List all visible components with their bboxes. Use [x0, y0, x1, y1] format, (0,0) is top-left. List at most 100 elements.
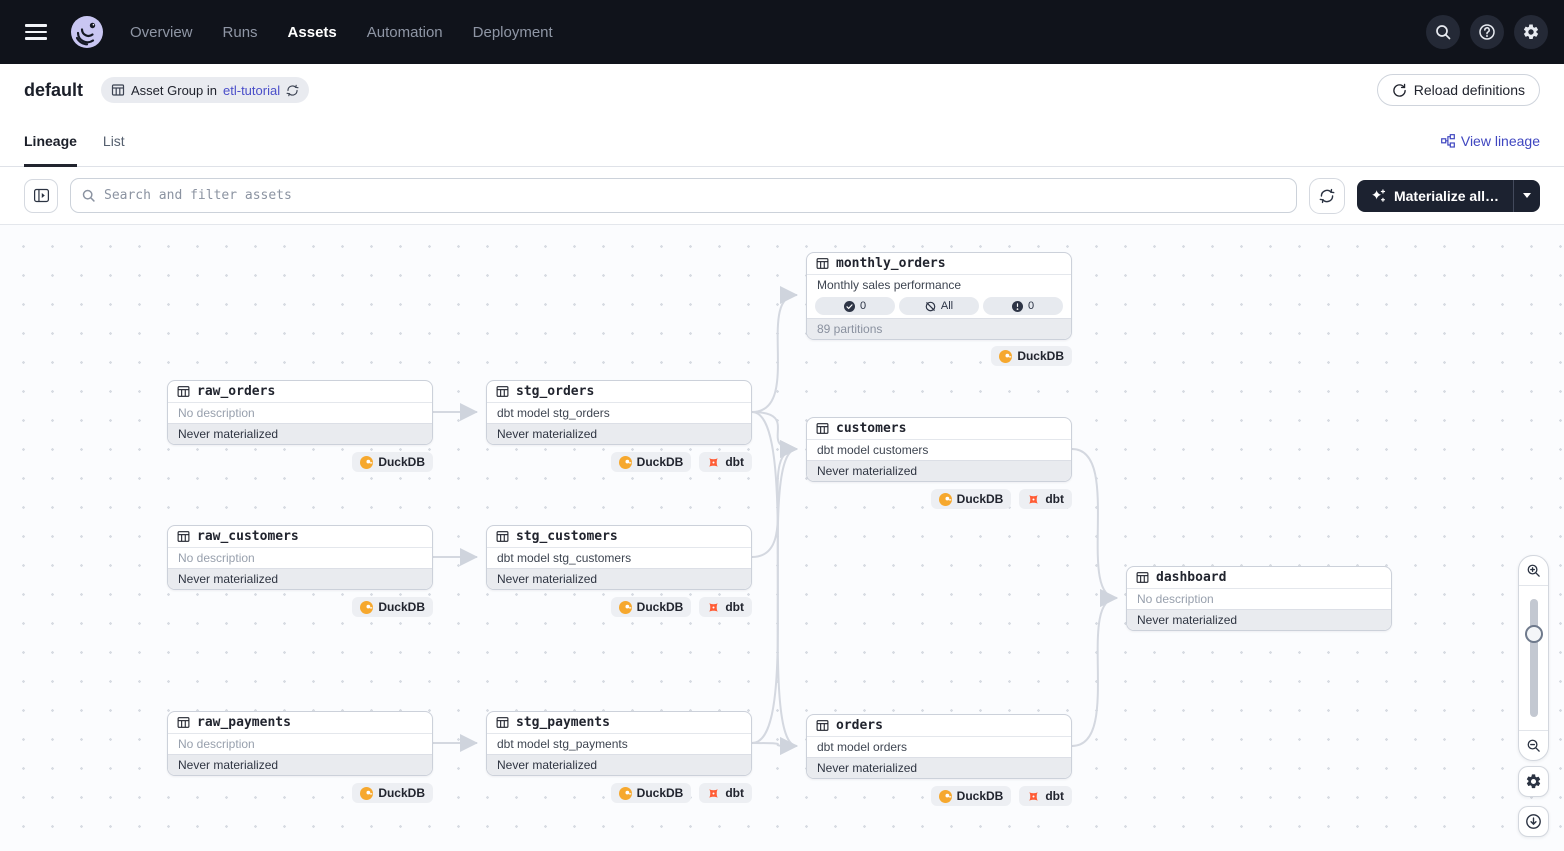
reload-definitions-button[interactable]: Reload definitions — [1376, 74, 1540, 106]
refresh-icon — [1319, 188, 1335, 204]
search-button[interactable] — [1426, 15, 1460, 49]
asset-description: dbt model orders — [817, 740, 908, 754]
nav-automation[interactable]: Automation — [366, 23, 443, 41]
tag-duckdb[interactable]: DuckDB — [930, 786, 1012, 806]
duckdb-icon — [618, 786, 632, 800]
page-header: default Asset Group in etl-tutorial Relo… — [0, 64, 1564, 116]
zoom-slider[interactable] — [1524, 586, 1543, 730]
reload-icon — [1392, 83, 1407, 98]
navbar-actions — [1426, 15, 1548, 49]
nav-runs[interactable]: Runs — [222, 23, 258, 41]
zoom-slider-track[interactable] — [1524, 599, 1543, 717]
table-icon — [496, 716, 509, 729]
expand-sidebar-button[interactable] — [24, 178, 58, 213]
edge-stg_payments-to-orders — [751, 736, 798, 755]
settings-button[interactable] — [1514, 15, 1548, 49]
zoom-out-button[interactable] — [1519, 730, 1548, 760]
tag-dbt[interactable]: dbt — [699, 597, 752, 617]
duckdb-icon — [360, 786, 374, 800]
table-icon — [177, 530, 190, 543]
tag-dbt[interactable]: dbt — [1019, 489, 1072, 509]
materialize-dropdown-button[interactable] — [1513, 179, 1540, 212]
asset-description: dbt model customers — [817, 443, 929, 457]
search-input-icon — [81, 188, 96, 203]
edge-stg_orders-to-monthly_orders — [751, 286, 798, 413]
asset-node-header: orders — [807, 715, 1071, 737]
duckdb-icon — [618, 600, 632, 614]
dbt-icon — [707, 601, 720, 614]
page-title: default — [24, 79, 84, 100]
tag-duckdb[interactable]: DuckDB — [352, 783, 433, 803]
recenter-button[interactable] — [1518, 806, 1549, 837]
tag-duckdb[interactable]: DuckDB — [610, 452, 692, 472]
dbt-icon — [1027, 493, 1040, 506]
view-lineage-link[interactable]: View lineage — [1440, 116, 1540, 166]
asset-name: raw_customers — [197, 529, 299, 544]
tag-duckdb[interactable]: DuckDB — [610, 783, 692, 803]
nav-assets[interactable]: Assets — [287, 23, 337, 41]
duckdb-icon — [999, 349, 1013, 363]
dbt-icon — [707, 456, 720, 469]
table-icon — [177, 385, 190, 398]
help-button[interactable] — [1470, 15, 1504, 49]
tab-lineage[interactable]: Lineage — [24, 116, 77, 167]
asset-tags-stg_customers: DuckDB dbt — [486, 597, 752, 617]
asset-description: No description — [178, 406, 255, 420]
edge-stg_orders-to-orders — [751, 411, 798, 755]
main-nav: Overview Runs Assets Automation Deployme… — [130, 24, 553, 41]
dagster-logo-icon[interactable] — [70, 15, 104, 49]
asset-description: No description — [178, 737, 255, 751]
asset-node-header: raw_customers — [168, 526, 432, 548]
hamburger-menu-button[interactable] — [16, 12, 56, 52]
tag-duckdb[interactable]: DuckDB — [352, 597, 433, 617]
duckdb-icon — [360, 600, 374, 614]
asset-status: Never materialized — [168, 423, 432, 444]
materialize-all-button[interactable]: Materialize all… — [1357, 180, 1513, 212]
asset-node-header: stg_orders — [487, 381, 751, 403]
tab-list[interactable]: List — [102, 133, 125, 149]
zoom-in-button[interactable] — [1519, 556, 1548, 586]
zoom-slider-thumb[interactable] — [1524, 625, 1543, 643]
duckdb-icon — [618, 455, 632, 469]
nav-deployment[interactable]: Deployment — [472, 23, 553, 41]
code-location-link[interactable]: etl-tutorial — [223, 82, 281, 98]
status-pill-slash-circle[interactable]: All — [899, 297, 979, 315]
asset-name: dashboard — [1156, 570, 1227, 585]
search-input[interactable] — [70, 178, 1297, 213]
tag-duckdb[interactable]: DuckDB — [930, 489, 1012, 509]
asset-node-header: monthly_orders — [807, 253, 1071, 275]
status-pill-alert-circle[interactable]: 0 — [983, 297, 1063, 315]
tag-dbt[interactable]: dbt — [699, 783, 752, 803]
status-pill-check-circle[interactable]: 0 — [815, 297, 895, 315]
tag-dbt[interactable]: dbt — [699, 452, 752, 472]
caret-down-icon — [1523, 193, 1531, 198]
nav-overview[interactable]: Overview — [130, 23, 193, 41]
refresh-button[interactable] — [1308, 177, 1345, 214]
recenter-icon — [1525, 813, 1542, 830]
materialize-split-button: Materialize all… — [1356, 179, 1540, 212]
tag-duckdb[interactable]: DuckDB — [610, 597, 692, 617]
reload-label: Reload definitions — [1413, 82, 1525, 98]
graph-settings-button[interactable] — [1518, 766, 1549, 797]
asset-name: monthly_orders — [836, 256, 946, 271]
tag-duckdb[interactable]: DuckDB — [352, 452, 433, 472]
graph-gear-icon — [1525, 773, 1542, 790]
panel-expand-icon — [33, 187, 50, 204]
tag-dbt[interactable]: dbt — [1019, 786, 1072, 806]
asset-description: dbt model stg_payments — [497, 737, 628, 751]
asset-tags-stg_payments: DuckDB dbt — [486, 783, 752, 803]
table-icon — [177, 716, 190, 729]
tag-duckdb[interactable]: DuckDB — [991, 346, 1072, 366]
help-icon — [1478, 23, 1496, 41]
